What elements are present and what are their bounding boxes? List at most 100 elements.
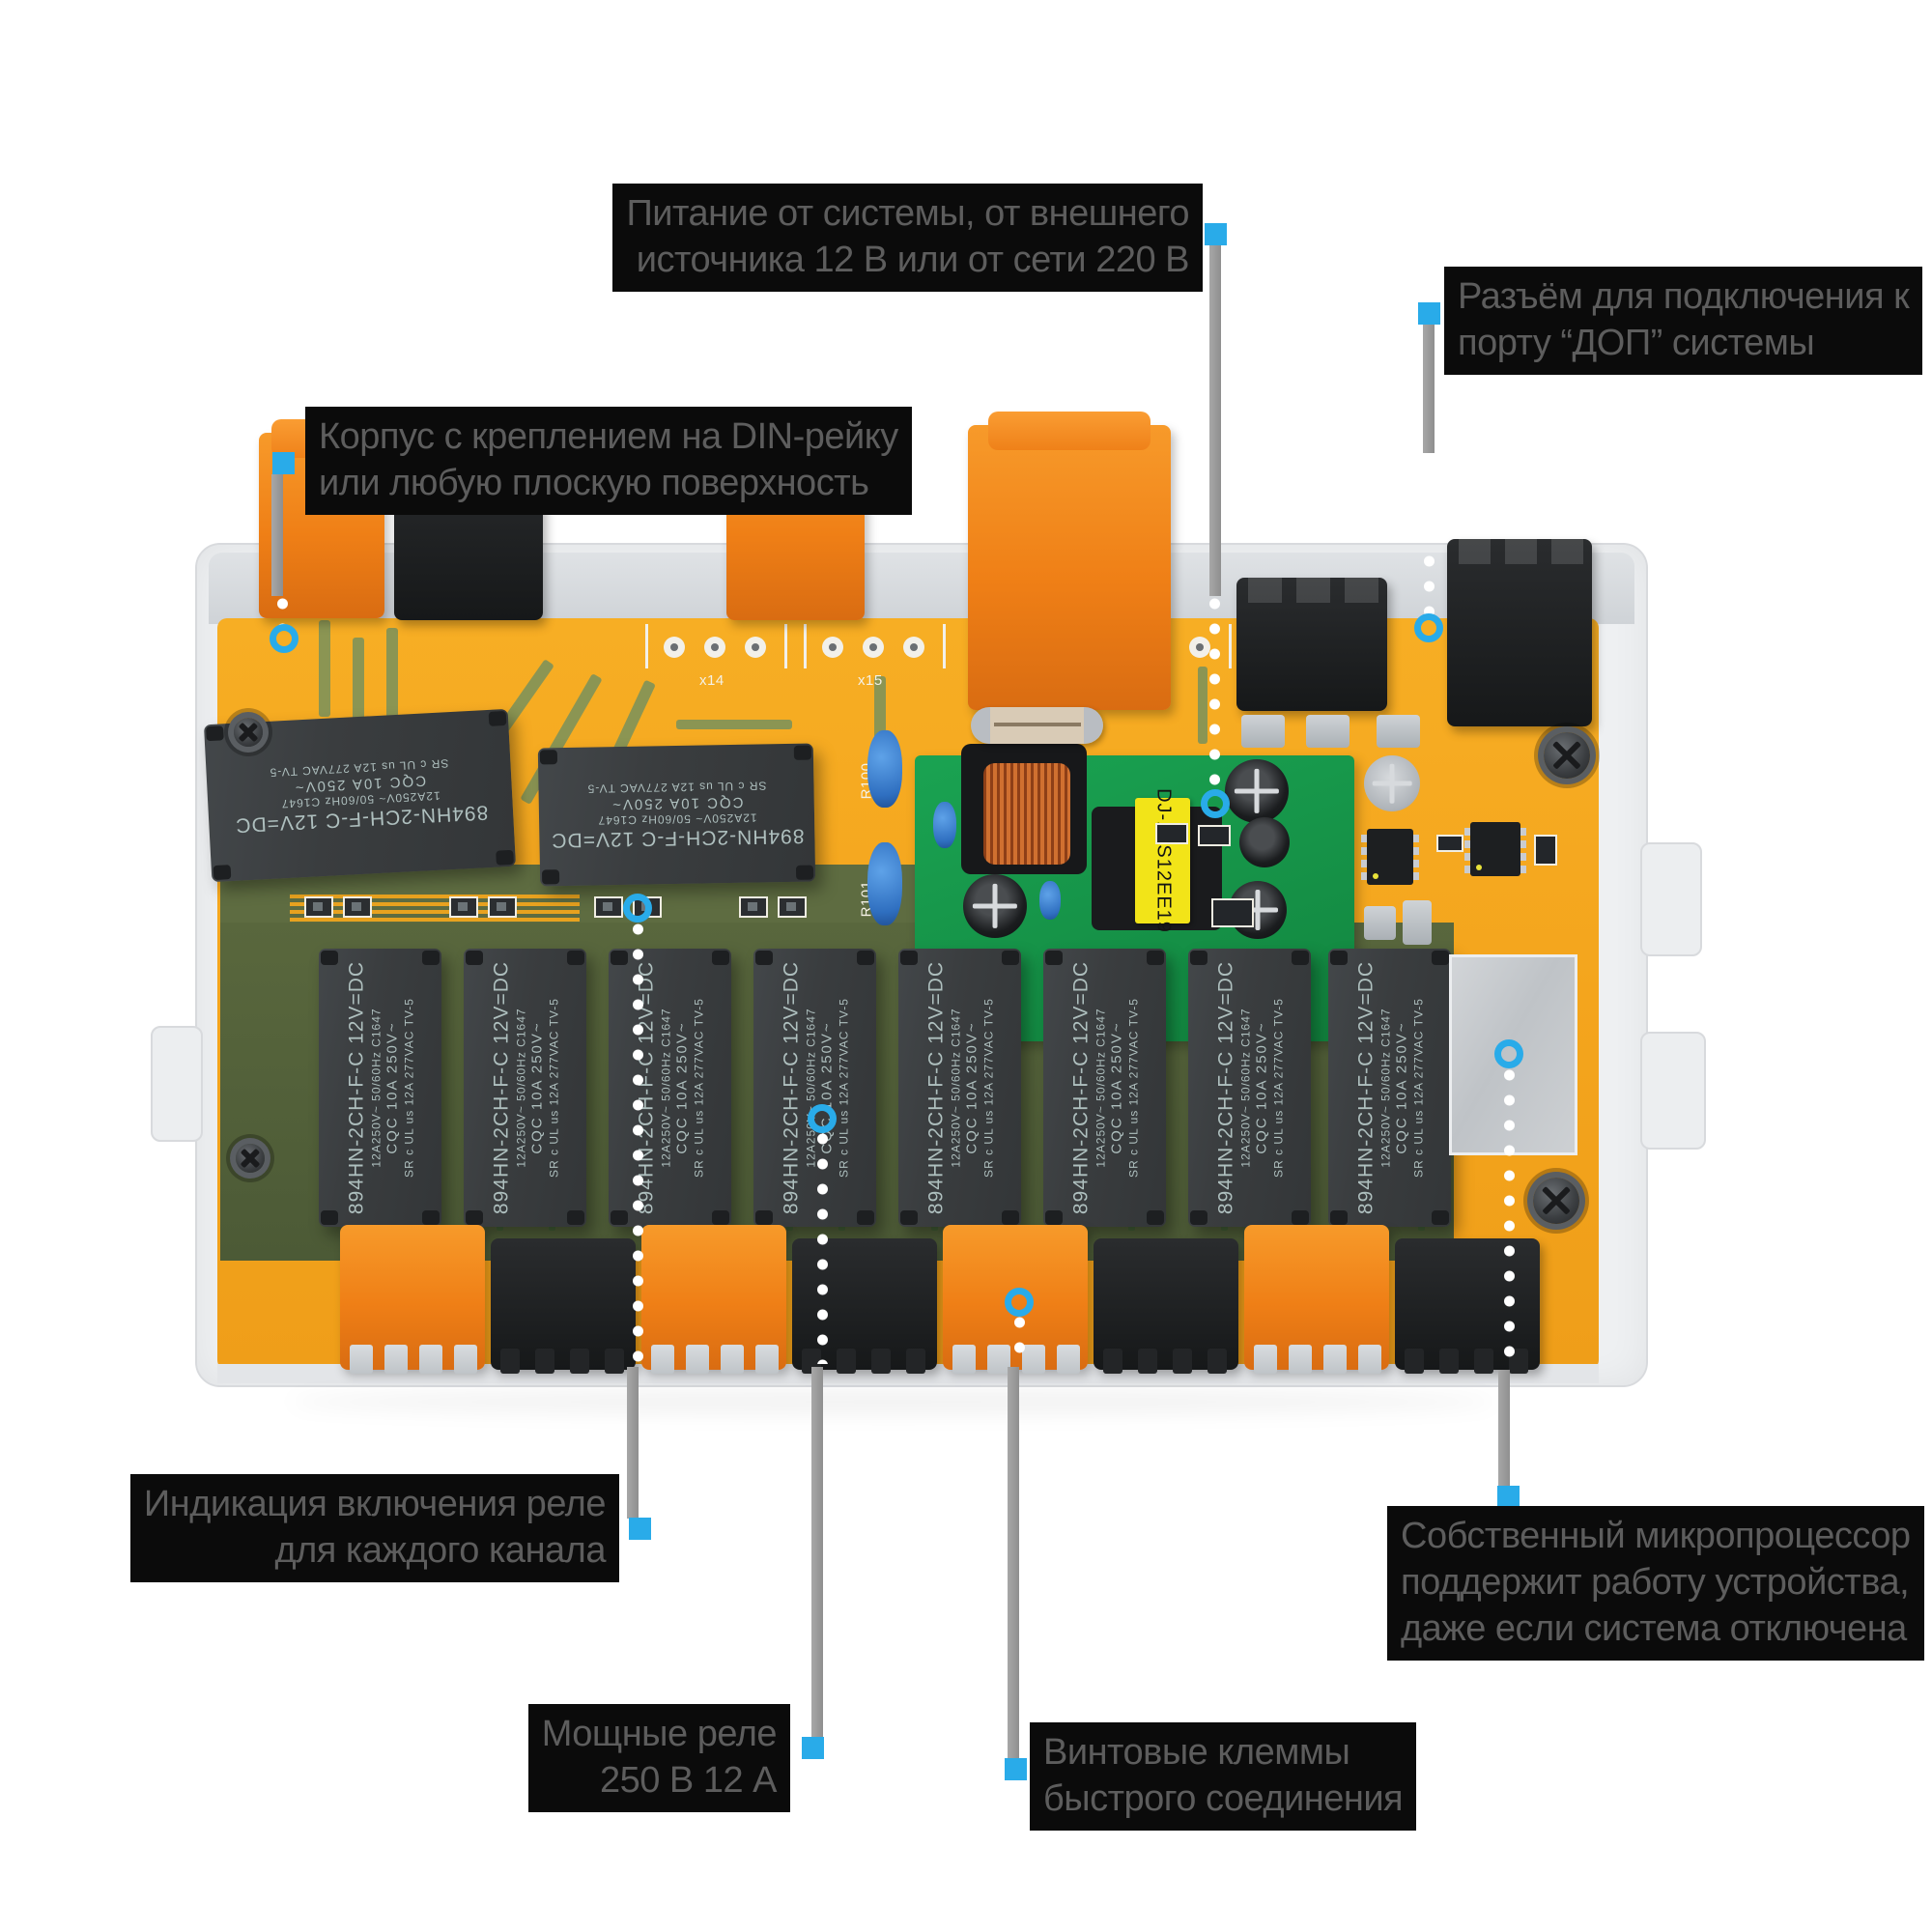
callout-dop-port: Разъём для подключения к порту “ДОП” сис…	[1444, 267, 1923, 375]
relay-marking-line: 12A250V~ 50/60Hz C1647	[1378, 1008, 1393, 1168]
terminal-clamp	[1358, 1345, 1381, 1374]
relay-marking-line: 12A250V~ 50/60Hz C1647	[369, 1008, 384, 1168]
pad-bracket	[1229, 624, 1232, 668]
soic-chip	[1361, 829, 1419, 885]
varistor-blue	[867, 730, 902, 808]
relay-clip	[1190, 1210, 1208, 1225]
case-din-clip-top	[1640, 842, 1702, 956]
relay-marking-line: 894HN-2CH-F-C 12V=DC	[1354, 960, 1377, 1215]
trace	[319, 620, 330, 717]
relay-clip	[206, 725, 224, 742]
relay-clip	[1330, 951, 1348, 965]
relay-marking-line: CQC 10A 250V~	[1393, 1021, 1410, 1154]
leader-dotted	[1209, 597, 1220, 792]
relay-marking-line: SR c UL us 12A 277VAC TV-5	[1411, 998, 1425, 1178]
callout-line: поддержит работу устройства,	[1401, 1561, 1910, 1603]
solder-pad	[903, 637, 924, 658]
callout-marker-ring	[1005, 1288, 1034, 1317]
terminal-clamp	[1254, 1345, 1277, 1374]
smd-capacitor	[1364, 906, 1396, 940]
relay-clip	[755, 1210, 773, 1225]
relay-clip	[857, 951, 874, 965]
relay-clip	[1432, 951, 1449, 965]
terminal-clamp	[952, 1345, 976, 1374]
led-die	[786, 902, 796, 911]
relay-marking-line: CQC 10A 250V~	[673, 1021, 691, 1154]
screw-terminal-black	[1094, 1238, 1238, 1374]
relay-clip	[1002, 1210, 1019, 1225]
callout-marker-ring	[623, 894, 652, 923]
capacitor	[1239, 817, 1290, 867]
callout-marker-square	[1497, 1486, 1520, 1508]
screw-terminal-orange	[1244, 1225, 1389, 1374]
trace	[1198, 667, 1208, 744]
terminal-clamp	[384, 1345, 408, 1374]
relay-marking-line: 894HN-2CH-F-C 12V=DC	[1069, 960, 1092, 1215]
connector-slot	[1248, 578, 1282, 603]
relay-clip	[541, 869, 560, 885]
relay-clip	[611, 951, 628, 965]
callout-case: Корпус с креплением на DIN-рейку или люб…	[305, 407, 912, 515]
leader-line	[271, 474, 283, 596]
chip-pin	[1361, 847, 1367, 855]
callout-marker-ring	[1414, 613, 1443, 642]
callout-marker-square	[272, 452, 295, 474]
terminal-block-orange	[968, 412, 1171, 710]
connector-black	[1236, 578, 1387, 711]
relay-marking-line: SR c UL us 12A 277VAC TV-5	[547, 998, 560, 1178]
relay-marking-line: SR c UL us 12A 277VAC TV-5	[692, 998, 705, 1178]
terminal-clamp	[721, 1345, 744, 1374]
terminal-clamp	[1323, 1345, 1347, 1374]
relay-clip	[1432, 1210, 1449, 1225]
chip-pin	[1413, 860, 1419, 867]
relay-clip	[1292, 1210, 1309, 1225]
callout-line: порту “ДОП” системы	[1458, 322, 1815, 363]
chip-pin	[1520, 866, 1526, 873]
relay-clip	[321, 951, 338, 965]
terminal-clamp	[1474, 1349, 1493, 1374]
capacitor	[963, 874, 1027, 938]
callout-line: или любую плоскую поверхность	[319, 462, 869, 503]
relay-clip	[496, 849, 514, 866]
chip-pin	[1464, 866, 1470, 873]
relay-marking-line: 894HN-2CH-F-C 12V=DC	[345, 960, 367, 1215]
relay-marking-line: CQC 10A 250V~	[1108, 1021, 1125, 1154]
smd-component	[1198, 825, 1231, 846]
relay-clip	[611, 1210, 628, 1225]
relay-marking-line: 894HN-2CH-F-C 12V=DC	[780, 960, 802, 1215]
leader-line	[1423, 325, 1435, 453]
terminal-clamp	[535, 1349, 554, 1374]
callout-line: Корпус с креплением на DIN-рейку	[319, 416, 898, 457]
smd-component	[1211, 898, 1254, 927]
varistor-blue	[867, 842, 902, 925]
terminal-clamp	[755, 1345, 779, 1374]
trace	[386, 628, 398, 724]
screw	[1533, 1178, 1579, 1224]
terminal-clamp	[1439, 1349, 1459, 1374]
relay-marking-line: CQC 10A 250V~	[1253, 1021, 1270, 1154]
callout-mcu: Собственный микропроцессор поддержит раб…	[1387, 1506, 1924, 1661]
glass-fuse	[971, 707, 1103, 744]
relay-marking-line: CQC 10A 250V~	[384, 1021, 401, 1154]
relay-marking-line: 12A250V~ 50/60Hz C1647	[949, 1008, 963, 1168]
connector-slot	[1551, 539, 1583, 564]
callout-line: Винтовые клеммы	[1043, 1732, 1350, 1773]
relay-clip	[795, 865, 814, 880]
led-die	[603, 902, 612, 911]
relay-clip	[539, 750, 558, 765]
relay-clip	[793, 745, 812, 760]
channel-led	[343, 896, 372, 918]
relay-marking-line: 894HN-2CH-F-C 12V=DC	[550, 824, 805, 851]
screw	[236, 1144, 265, 1173]
terminal-clamp	[350, 1345, 373, 1374]
